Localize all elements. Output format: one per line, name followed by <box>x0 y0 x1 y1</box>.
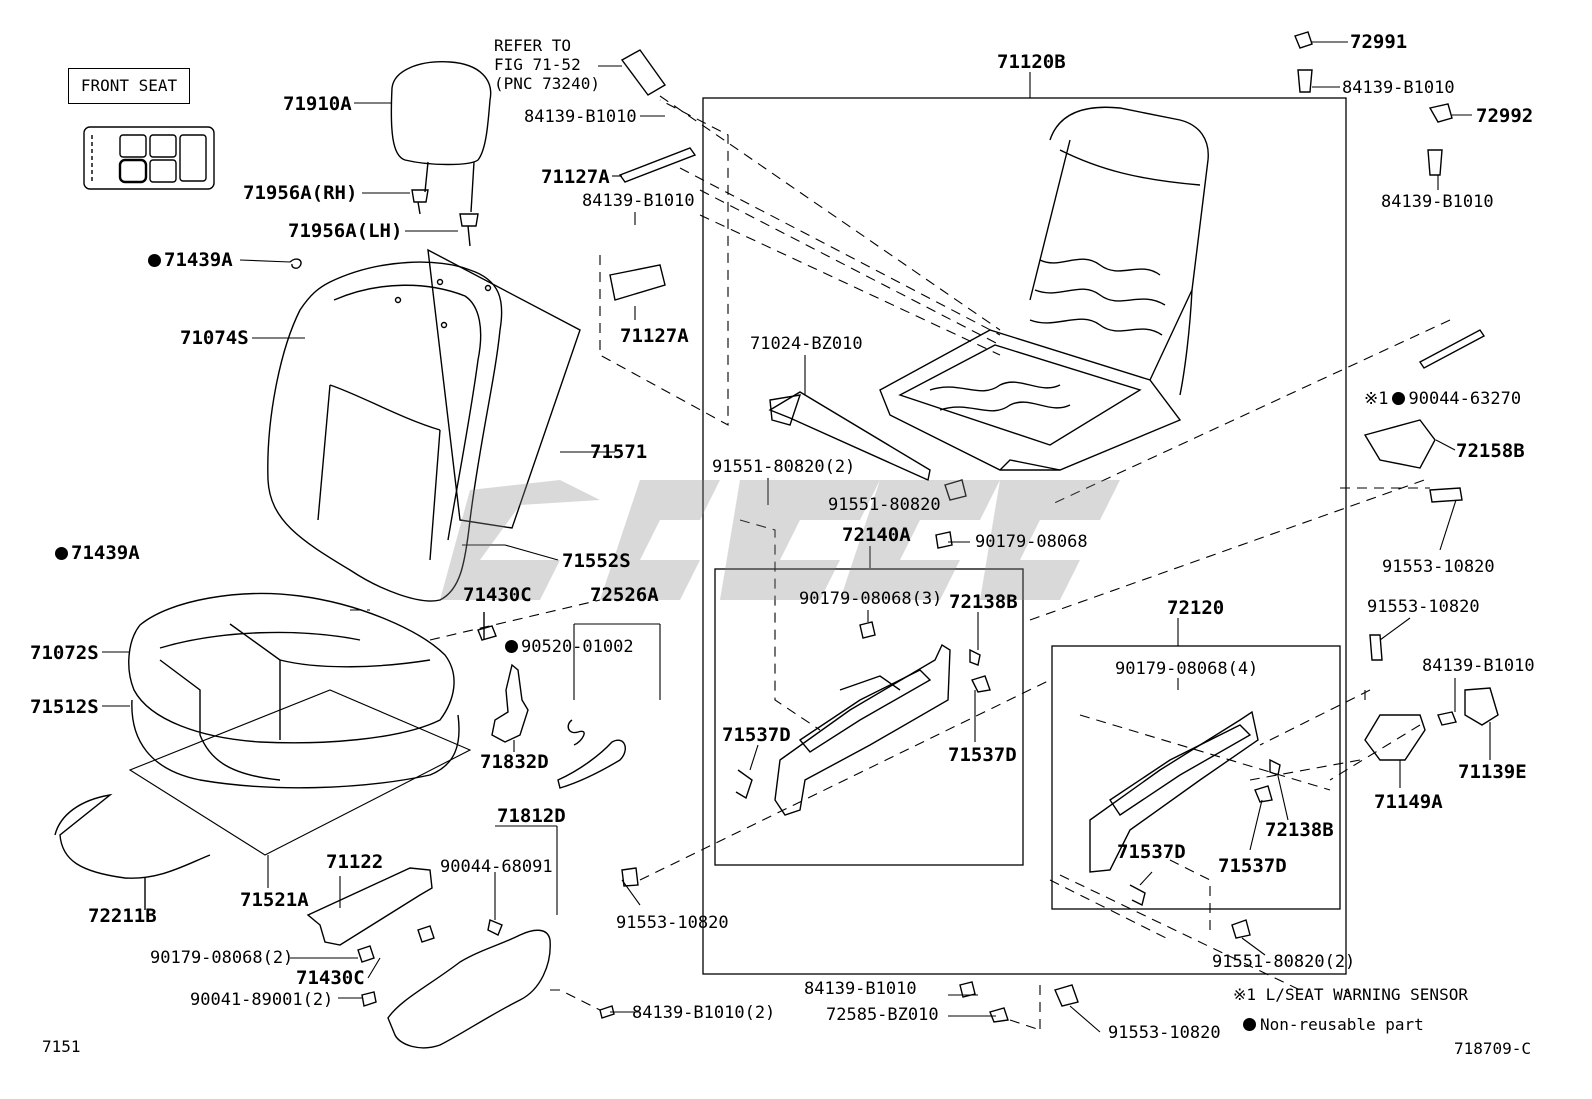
label-71024-BZ010: 71024-BZ010 <box>750 334 863 354</box>
lever-and-bracket-drawing <box>477 612 626 789</box>
label-84139-B1010-b: 84139-B1010 <box>582 191 695 211</box>
label-72138B-right: 72138B <box>1265 819 1334 841</box>
label-91551-80820: 91551-80820 <box>828 495 941 515</box>
label-72526A: 72526A <box>590 584 659 606</box>
label-71149A: 71149A <box>1374 791 1443 813</box>
label-72211B: 72211B <box>88 905 157 927</box>
non-reusable-note: Non-reusable part <box>1243 1015 1424 1034</box>
label-71552S: 71552S <box>562 550 631 572</box>
label-91553-10820-left: 91553-10820 <box>616 913 729 933</box>
front-seat-icon <box>83 126 215 190</box>
label-71910A: 71910A <box>283 93 352 115</box>
label-71537D-right-b: 71537D <box>1218 855 1287 877</box>
label-91553-10820-bottom: 91553-10820 <box>1108 1023 1221 1043</box>
label-84139-B1010-e: 84139-B1010 <box>1422 656 1535 676</box>
label-84139-B1010-d: 84139-B1010 <box>1381 192 1494 212</box>
label-71439A-mid: 71439A <box>55 543 140 563</box>
seat-back-drawing <box>267 248 581 602</box>
label-71072S: 71072S <box>30 642 99 664</box>
label-71074S: 71074S <box>180 327 249 349</box>
label-71512S: 71512S <box>30 696 99 718</box>
label-71439A-top-text: 71439A <box>164 249 233 271</box>
label-71139E: 71139E <box>1458 761 1527 783</box>
footer-left-code: 7151 <box>42 1037 81 1056</box>
label-72138B-left: 72138B <box>949 591 1018 613</box>
label-91553-10820-r2: 91553-10820 <box>1367 597 1480 617</box>
label-90041-89001-2: 90041-89001(2) <box>190 990 334 1010</box>
label-72991: 72991 <box>1350 31 1408 53</box>
reference-line-3: (PNC 73240) <box>494 74 600 93</box>
label-71832D: 71832D <box>480 751 549 773</box>
label-84139-B1010-a: 84139-B1010 <box>524 107 637 127</box>
reference-line-1: REFER TO <box>494 36 572 55</box>
label-71122: 71122 <box>326 851 384 873</box>
label-71956A-rh: 71956A(RH) <box>243 182 358 204</box>
label-72585-BZ010: 72585-BZ010 <box>826 1005 939 1025</box>
sensor-note: ※1 L/SEAT WARNING SENSOR <box>1233 985 1468 1004</box>
label-84139-B1010-f: 84139-B1010 <box>804 979 917 999</box>
label-71439A-mid-text: 71439A <box>71 542 140 564</box>
label-71956A-lh: 71956A(LH) <box>288 220 403 242</box>
label-84139-B1010-2: 84139-B1010(2) <box>632 1003 776 1023</box>
left-slide-adjuster-drawing <box>714 568 1024 866</box>
non-reusable-dot <box>505 640 518 653</box>
non-reusable-dot <box>1392 392 1406 405</box>
label-91551-80820-2-right: 91551-80820(2) <box>1212 952 1356 972</box>
headrest-drawing <box>289 61 492 269</box>
side-cover-drawing <box>306 867 615 1049</box>
label-90044-68091: 90044-68091 <box>440 857 553 877</box>
label-91553-10820-r1: 91553-10820 <box>1382 557 1495 577</box>
footer-right-code: 718709-C <box>1454 1039 1532 1058</box>
right-slide-adjuster-drawing <box>1051 645 1341 910</box>
label-72158B: 72158B <box>1456 440 1525 462</box>
label-71127A-top: 71127A <box>541 166 610 188</box>
right-side-parts-drawing <box>609 31 1499 1023</box>
label-72992: 72992 <box>1476 105 1534 127</box>
label-71571: 71571 <box>590 441 648 463</box>
label-71439A-top: 71439A <box>148 250 233 270</box>
non-reusable-dot <box>1243 1018 1256 1031</box>
non-reusable-note-text: Non-reusable part <box>1260 1015 1424 1034</box>
seat-cushion-drawing <box>54 592 472 910</box>
reference-note: REFER TO FIG 71-52 (PNC 73240) <box>494 36 600 93</box>
label-90179-08068-3: 90179-08068(3) <box>799 589 943 609</box>
label-71537D-left-b: 71537D <box>948 744 1017 766</box>
reference-line-2: FIG 71-52 <box>494 55 581 74</box>
label-71537D-left-a: 71537D <box>722 724 791 746</box>
label-90044-63270: ※1 90044-63270 <box>1364 390 1521 408</box>
assembly-dashed-lines <box>350 95 1451 1031</box>
label-90520-01002: 90520-01002 <box>505 638 634 656</box>
front-seat-title: FRONT SEAT <box>68 68 190 104</box>
label-72120: 72120 <box>1167 597 1225 619</box>
non-reusable-dot <box>148 254 161 267</box>
label-71537D-right-a: 71537D <box>1117 841 1186 863</box>
label-71430C-top: 71430C <box>463 584 532 606</box>
label-90179-08068-4: 90179-08068(4) <box>1115 659 1259 679</box>
label-71812D: 71812D <box>497 805 566 827</box>
label-90179-08068-2: 90179-08068(2) <box>150 948 294 968</box>
label-71127A-bottom: 71127A <box>620 325 689 347</box>
label-90520-text: 90520-01002 <box>521 637 634 657</box>
label-71521A: 71521A <box>240 889 309 911</box>
label-84139-B1010-c: 84139-B1010 <box>1342 78 1455 98</box>
non-reusable-dot <box>55 547 68 560</box>
seat-frame-drawing <box>702 97 1347 975</box>
label-72140A: 72140A <box>842 524 911 546</box>
sensor-mark: ※1 <box>1364 389 1389 409</box>
label-90179-08068: 90179-08068 <box>975 532 1088 552</box>
label-71430C-bottom: 71430C <box>296 967 365 989</box>
leader-lines <box>102 41 1491 1033</box>
label-90044-63270-text: 90044-63270 <box>1408 389 1522 409</box>
label-71120B: 71120B <box>997 51 1066 73</box>
watermark-logo <box>440 480 1120 600</box>
label-91551-80820-2-left: 91551-80820(2) <box>712 457 856 477</box>
